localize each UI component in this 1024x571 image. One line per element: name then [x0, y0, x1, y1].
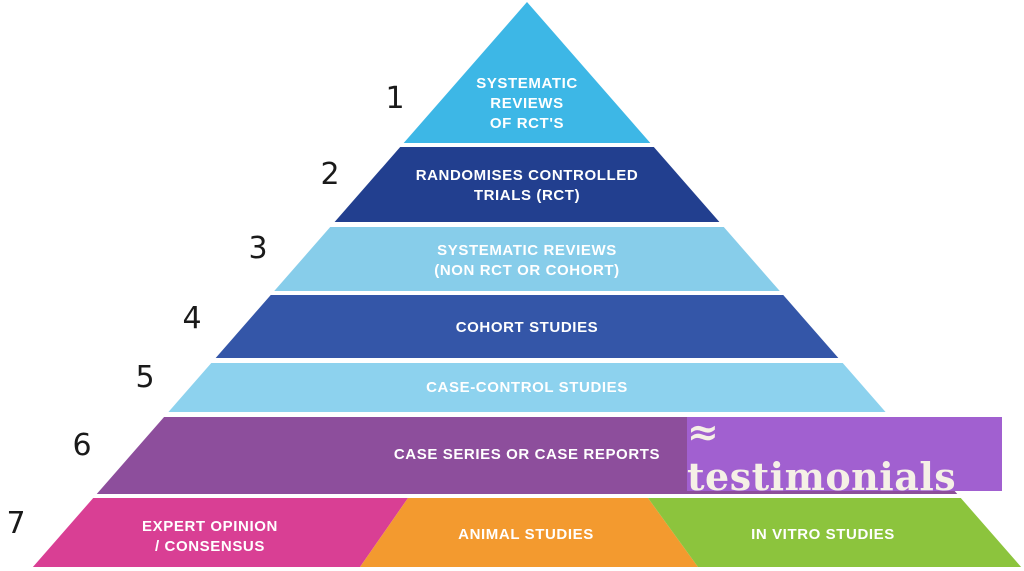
pyramid-tier-4	[215, 295, 839, 358]
tier-1-label: OF RCT'S	[490, 115, 564, 132]
base-segment-1-label: EXPERT OPINION	[142, 518, 278, 535]
tier-4-number: 4	[182, 301, 201, 336]
tier-5-number: 5	[135, 360, 154, 395]
base-segment-2	[360, 498, 698, 567]
tier-3-number: 3	[248, 231, 267, 266]
tier-7-number: 7	[6, 506, 25, 541]
pyramid-tier-3	[274, 227, 780, 291]
pyramid-tier-2	[334, 147, 720, 222]
tier-5-label: CASE-CONTROL STUDIES	[426, 379, 628, 396]
tier-6-label: CASE SERIES OR CASE REPORTS	[394, 446, 660, 463]
tier-6-number: 6	[72, 428, 91, 463]
base-segment-1-label: / CONSENSUS	[155, 538, 265, 555]
base-segment-1	[32, 498, 408, 567]
base-segment-2-label: ANIMAL STUDIES	[458, 526, 594, 543]
tier-4-label: COHORT STUDIES	[456, 319, 599, 336]
tier-2-number: 2	[320, 157, 339, 192]
tier-2-label: RANDOMISES CONTROLLED	[416, 167, 639, 184]
tier-1-number: 1	[385, 81, 404, 116]
pyramid-tier-5	[168, 363, 886, 412]
callout-text: ≈ testimonials	[687, 409, 957, 499]
tier-1-label: REVIEWS	[490, 95, 563, 112]
tier-3-label: (NON RCT OR COHORT)	[434, 262, 620, 279]
tier-3-label: SYSTEMATIC REVIEWS	[437, 242, 617, 259]
base-segment-3-label: IN VITRO STUDIES	[751, 526, 895, 543]
testimonials-callout: ≈ testimonials	[687, 409, 1002, 499]
tier-2-label: TRIALS (RCT)	[474, 187, 580, 204]
tier-1-label: SYSTEMATIC	[476, 75, 578, 92]
pyramid-tier-1	[403, 2, 651, 143]
base-segment-3	[648, 498, 1022, 567]
